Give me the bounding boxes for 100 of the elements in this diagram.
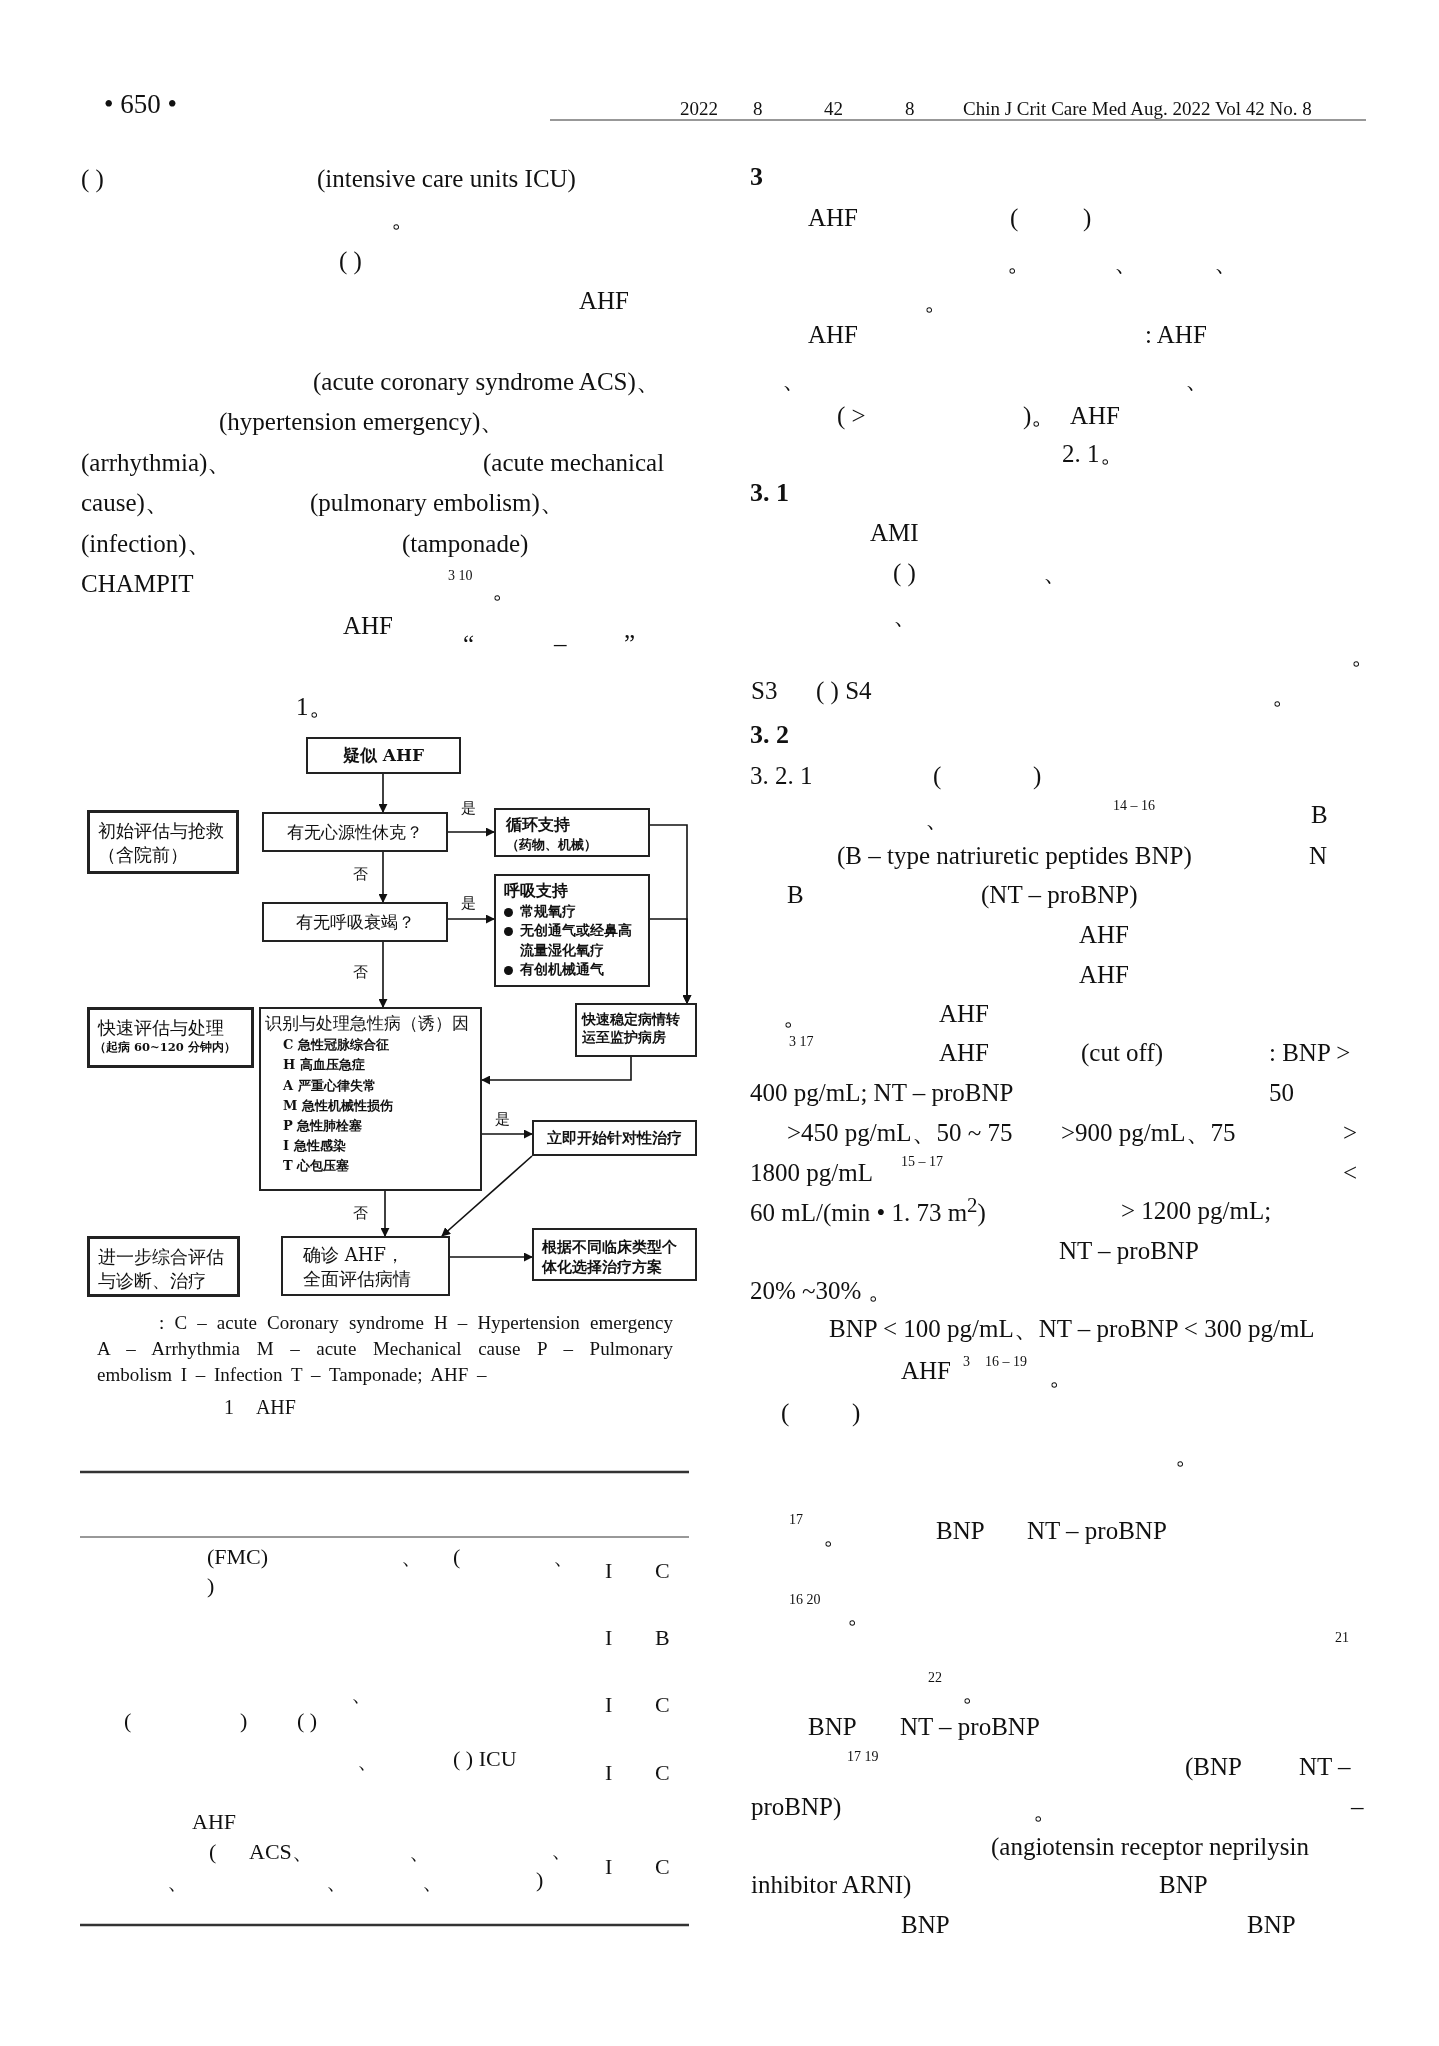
table-cell: 、	[351, 1683, 373, 1705]
body-text: 。	[823, 1522, 848, 1548]
running-header: 42	[824, 98, 843, 118]
arrow	[447, 827, 495, 837]
box-label: P 急性肺栓塞	[282, 1116, 364, 1135]
bullet-text: 有创机械通气	[520, 961, 604, 978]
body-text: 50	[1269, 1079, 1294, 1105]
box-label: H 高血压急症	[282, 1056, 366, 1075]
box-label: I 急性感染	[282, 1136, 347, 1155]
box-label: C 急性冠脉综合征	[282, 1036, 390, 1055]
table-cell: ACS、	[249, 1841, 314, 1863]
table-cell: 、	[326, 1871, 348, 1893]
body-text: 。	[924, 288, 949, 314]
body-text: : AHF	[1145, 321, 1207, 347]
process-box	[262, 812, 448, 852]
box-label: 立即开始针对性治疗	[547, 1128, 682, 1148]
table-cell: 、	[553, 1546, 575, 1568]
body-text: 400 pg/mL; NT – proBNP	[750, 1079, 1014, 1105]
body-text: 2. 1。	[1062, 440, 1125, 466]
body-text: BNP	[901, 1911, 950, 1937]
process-box	[532, 1228, 697, 1281]
body-text: (B – type natriuretic peptides BNP)	[837, 842, 1192, 868]
box-label: 初始评估与抢救	[98, 819, 225, 843]
edge-label: 是	[459, 799, 477, 817]
process-box	[281, 1236, 450, 1296]
box-label: （药物、机械）	[506, 835, 598, 854]
body-text: (acute coronary syndrome ACS)、	[313, 368, 661, 394]
body-text: (cut off)	[1081, 1039, 1164, 1065]
body-text: 60 mL/(min • 1. 73 m$^{2}$)	[750, 1194, 986, 1226]
body-text: <	[1343, 1159, 1358, 1185]
edge-label: 否	[351, 865, 369, 883]
arrow	[378, 851, 388, 903]
body-text: AHF	[579, 287, 629, 313]
body-text: (acute mechanical	[483, 449, 665, 475]
table-cell: )	[207, 1575, 215, 1597]
body-text: –	[1351, 1793, 1364, 1819]
body-text: 3. 2. 1	[750, 762, 813, 788]
body-text: –	[554, 630, 567, 656]
process-box	[532, 1120, 697, 1156]
figure-note: : C – acute Coronary syndrome H – Hypertension emergency A – Arrhythmia M – acute Mechanical cause P – Pulmonary embolism I – Infection T – Tamponade; AHF –	[97, 1311, 673, 1387]
section-heading: 3. 1	[750, 480, 789, 506]
table-cell: 、	[401, 1546, 423, 1568]
box-label: 循环支持	[506, 814, 571, 836]
box-label: 根据不同临床类型个体化选择治疗方案	[542, 1237, 678, 1277]
body-text: 、	[1185, 366, 1210, 392]
body-text: 1。	[296, 693, 334, 719]
body-text: 。	[1033, 1797, 1058, 1823]
body-text: 。	[1007, 249, 1032, 275]
reference-number: 3 10	[448, 569, 473, 583]
box-label: 识别与处理急性病（诱）因	[265, 1013, 470, 1035]
table-cell: )	[536, 1869, 544, 1891]
table-cell: 、	[167, 1871, 189, 1893]
body-text: (BNP	[1185, 1753, 1242, 1779]
body-text: (intensive care units ICU)	[317, 165, 576, 191]
body-text: 。	[847, 1601, 872, 1627]
table-cell: AHF	[192, 1811, 236, 1833]
stage-box	[87, 1007, 254, 1068]
arrow	[441, 1155, 533, 1237]
body-text: NT –	[1299, 1753, 1351, 1779]
box-label: A 严重心律失常	[282, 1076, 377, 1095]
body-text: (	[781, 1399, 790, 1425]
table-cell: C	[655, 1694, 670, 1716]
table-cell: (	[453, 1546, 461, 1568]
body-text: (infection)、	[81, 530, 212, 556]
body-text: )	[852, 1399, 861, 1425]
box-label: 呼吸支持	[504, 880, 569, 902]
body-text: BNP	[936, 1517, 985, 1543]
edge-label: 否	[351, 1204, 369, 1222]
body-text: AHF	[1079, 961, 1129, 987]
figure-caption: 1 AHF	[224, 1397, 296, 1417]
body-text: NT – proBNP	[900, 1713, 1040, 1739]
body-text: AHF	[901, 1357, 951, 1383]
bullet-text: 常规氧疗	[520, 902, 576, 919]
body-text: 。	[962, 1679, 987, 1705]
running-header: 8	[753, 98, 763, 118]
running-header: 2022	[680, 98, 718, 118]
body-text: (arrhythmia)、	[81, 449, 233, 475]
box-label: 快速稳定病情转运至监护病房	[582, 1010, 681, 1047]
body-text: )	[1083, 204, 1092, 230]
table-cell: (FMC)	[207, 1546, 269, 1568]
body-text: N	[1309, 842, 1328, 868]
body-text: AHF	[808, 204, 858, 230]
process-box	[259, 1007, 482, 1191]
reference-number: 17	[789, 1513, 803, 1527]
table-cell: 、	[357, 1750, 379, 1772]
section-heading: 3	[750, 164, 763, 190]
table-cell: )	[240, 1710, 248, 1732]
body-text: BNP	[808, 1713, 857, 1739]
body-text: AHF	[808, 321, 858, 347]
body-text: (	[933, 762, 942, 788]
arrow	[447, 914, 495, 924]
arrow	[378, 941, 388, 1008]
arrow	[378, 773, 388, 813]
reference-number: 16 20	[789, 1593, 821, 1607]
body-text: 、	[1114, 249, 1139, 275]
body-text: 。	[783, 1003, 808, 1029]
body-text: inhibitor ARNI)	[751, 1871, 912, 1897]
table-cell: I	[605, 1856, 613, 1878]
process-box	[262, 902, 448, 942]
box-label: 确诊 AHF，全面评估病情	[303, 1243, 412, 1292]
